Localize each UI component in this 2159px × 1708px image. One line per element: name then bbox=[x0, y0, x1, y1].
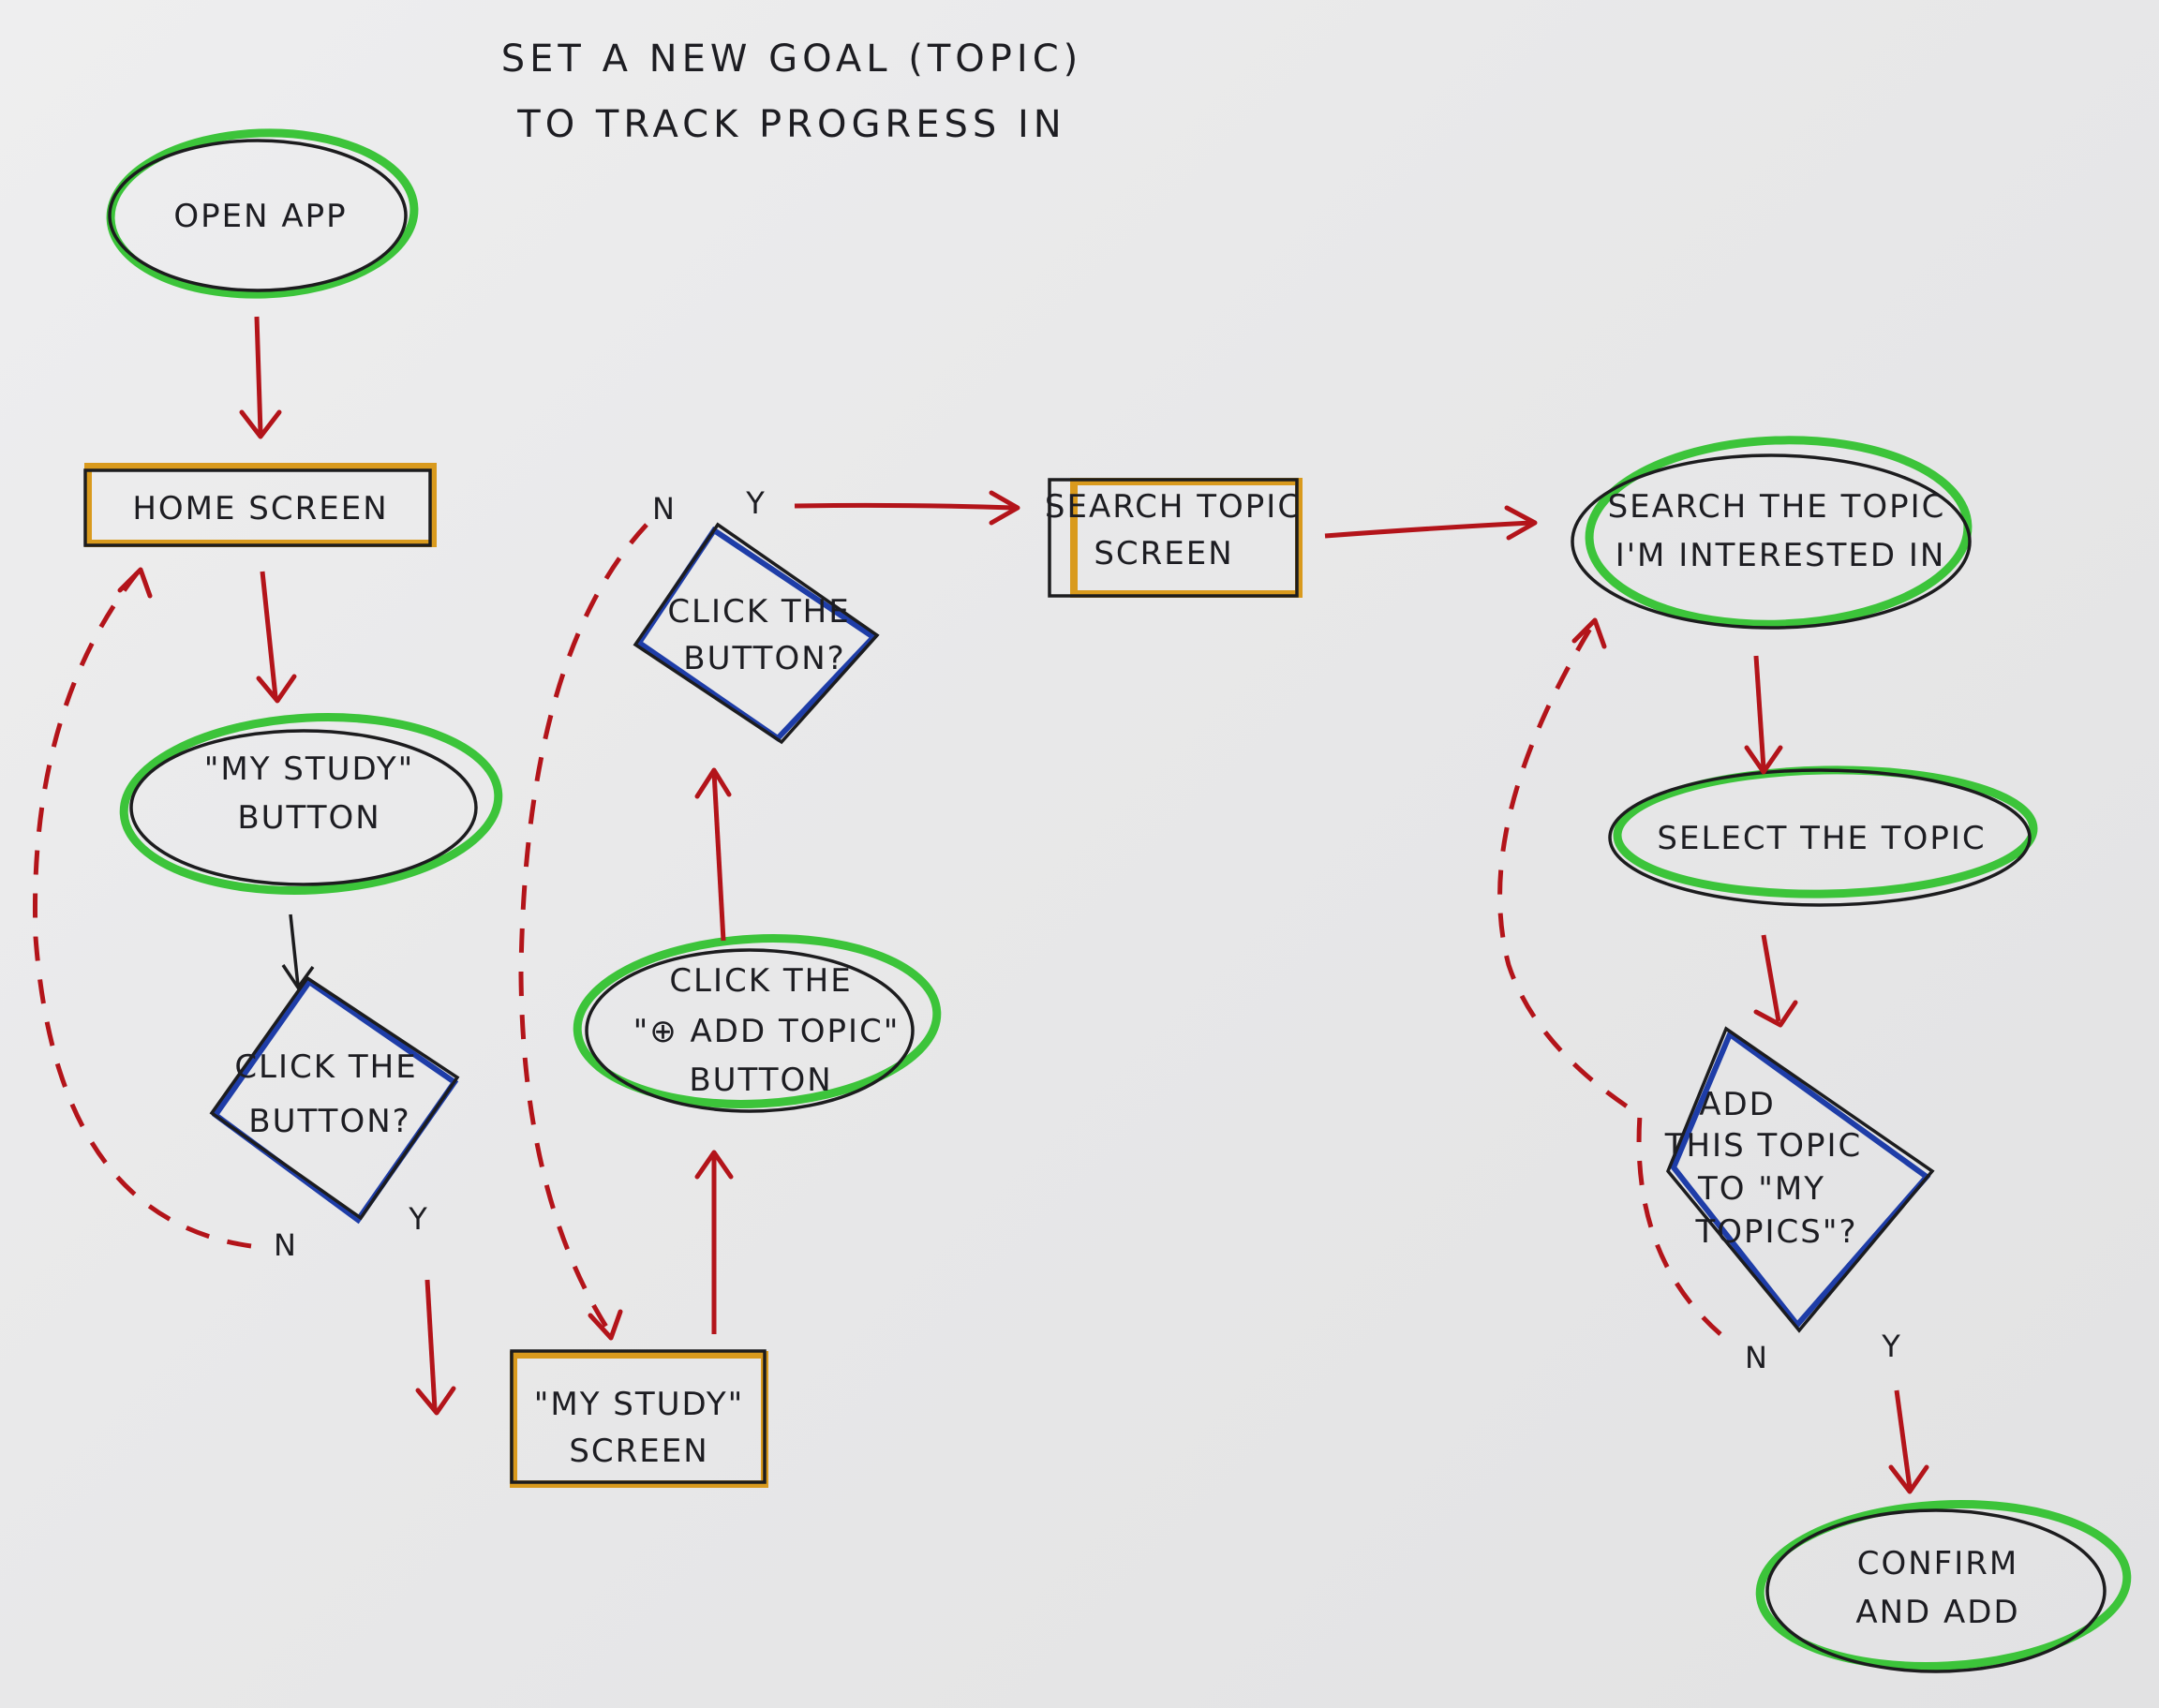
node-confirm-add-line1: CONFIRM bbox=[1857, 1545, 2018, 1582]
arrow-home-to-my-study-button bbox=[256, 571, 297, 704]
decision-add-to-my-topics: ADD THIS TOPIC TO "MY TOPICS"? bbox=[1664, 1026, 1935, 1333]
decision-3-yes-label: Y bbox=[1881, 1329, 1900, 1364]
arrow-add-topic-to-decision-2 bbox=[694, 767, 732, 942]
decision-2-yes-label: Y bbox=[745, 485, 765, 521]
node-select-topic: SELECT THE TOPIC bbox=[1608, 765, 2038, 907]
decision-2-no-label: N bbox=[652, 491, 675, 527]
arrow-decision-1-no-loop bbox=[33, 567, 252, 1249]
title-line-1: SET A NEW GOAL (TOPIC) bbox=[501, 37, 1082, 81]
decision-1-no-label: N bbox=[274, 1227, 296, 1263]
node-search-interested-line1: SEARCH THE TOPIC bbox=[1608, 488, 1946, 526]
arrow-decision-3-no-loop bbox=[1497, 617, 1722, 1336]
arrow-open-app-to-home bbox=[239, 316, 282, 439]
title-line-2: TO TRACK PROGRESS IN bbox=[516, 103, 1065, 146]
node-click-add-topic: CLICK THE "⊕ ADD TOPIC" BUTTON bbox=[573, 934, 942, 1113]
node-search-interested-line2: I'M INTERESTED IN bbox=[1616, 537, 1946, 574]
node-search-topic-screen: SEARCH TOPIC SCREEN bbox=[1045, 478, 1303, 598]
arrow-my-study-button-to-decision-1 bbox=[281, 913, 315, 991]
node-click-add-topic-line1: CLICK THE bbox=[669, 962, 852, 1000]
node-click-add-topic-line3: BUTTON bbox=[689, 1062, 832, 1099]
node-open-app: OPEN APP bbox=[106, 128, 419, 299]
decision-click-button-1-line1: CLICK THE bbox=[234, 1048, 417, 1086]
node-click-add-topic-line2: "⊕ ADD TOPIC" bbox=[633, 1013, 901, 1050]
decision-1-yes-label: Y bbox=[408, 1201, 427, 1237]
arrow-decision-2-yes bbox=[794, 490, 1020, 526]
node-confirm-add: CONFIRM AND ADD bbox=[1755, 1500, 2132, 1673]
node-open-app-label: OPEN APP bbox=[173, 198, 347, 235]
decision-add-to-my-topics-line1: ADD bbox=[1699, 1086, 1776, 1123]
node-select-topic-label: SELECT THE TOPIC bbox=[1657, 820, 1986, 857]
node-home-screen: HOME SCREEN bbox=[83, 463, 437, 547]
node-my-study-button-line2: BUTTON bbox=[237, 799, 380, 837]
decision-click-button-2: CLICK THE BUTTON? bbox=[633, 522, 880, 745]
arrow-my-study-screen-to-add-topic bbox=[694, 1150, 734, 1334]
arrow-decision-3-yes bbox=[1888, 1389, 1929, 1494]
decision-add-to-my-topics-line3: TO "MY bbox=[1697, 1170, 1825, 1208]
decision-add-to-my-topics-line2: THIS TOPIC bbox=[1664, 1127, 1863, 1165]
arrow-select-to-decision-3 bbox=[1753, 934, 1798, 1028]
arrow-search-screen-to-search-interested bbox=[1324, 505, 1538, 541]
decision-click-button-2-line1: CLICK THE bbox=[667, 593, 850, 631]
node-search-topic-screen-line2: SCREEN bbox=[1094, 535, 1233, 572]
node-search-interested: SEARCH THE TOPIC I'M INTERESTED IN bbox=[1571, 436, 1973, 630]
arrow-search-interested-to-select bbox=[1744, 655, 1783, 775]
decision-click-button-1-line2: BUTTON? bbox=[248, 1103, 410, 1140]
arrow-decision-1-yes bbox=[415, 1279, 456, 1416]
decision-add-to-my-topics-line4: TOPICS"? bbox=[1694, 1213, 1857, 1251]
decision-3-no-label: N bbox=[1745, 1340, 1767, 1375]
node-my-study-screen-line2: SCREEN bbox=[569, 1433, 708, 1470]
node-my-study-button: "MY STUDY" BUTTON bbox=[119, 713, 503, 895]
arrow-decision-2-no-loop bbox=[518, 523, 648, 1341]
decision-click-button-2-line2: BUTTON? bbox=[683, 640, 845, 677]
node-my-study-button-line1: "MY STUDY" bbox=[204, 750, 415, 788]
node-search-topic-screen-line1: SEARCH TOPIC bbox=[1045, 488, 1302, 526]
node-my-study-screen: "MY STUDY" SCREEN bbox=[510, 1349, 768, 1488]
node-my-study-screen-line1: "MY STUDY" bbox=[534, 1386, 745, 1423]
decision-click-button-1: CLICK THE BUTTON? bbox=[209, 975, 460, 1225]
node-home-screen-label: HOME SCREEN bbox=[132, 490, 388, 527]
node-confirm-add-line2: AND ADD bbox=[1855, 1594, 2019, 1631]
